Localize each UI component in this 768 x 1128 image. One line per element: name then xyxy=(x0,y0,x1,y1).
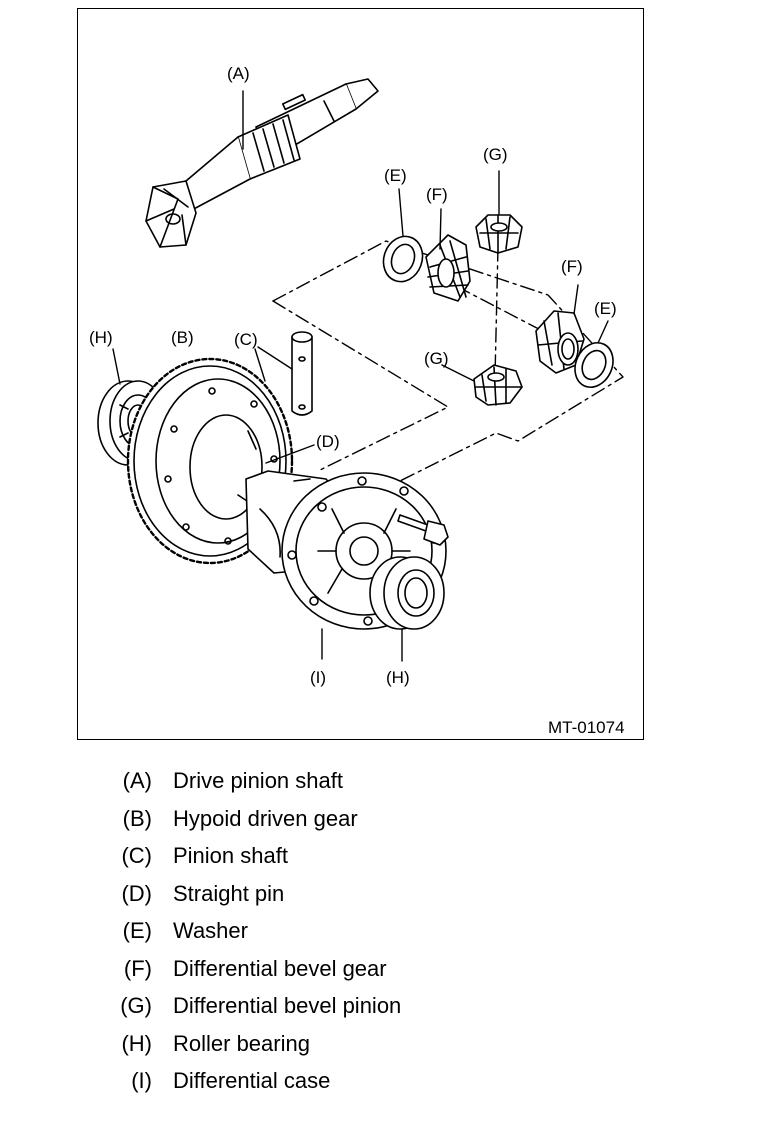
legend-row: (H) Roller bearing xyxy=(112,1029,672,1067)
legend-key: (I) xyxy=(131,1068,152,1093)
bevel-pinion-top xyxy=(475,214,523,254)
legend-label: Differential case xyxy=(173,1068,331,1093)
legend-row: (B) Hypoid driven gear xyxy=(112,804,672,842)
callout-labels: (A) (E) (F) (G) (F) (E) (H) (B) (C) (G) … xyxy=(89,64,625,737)
legend-key: (G) xyxy=(120,993,152,1018)
callout-f-right: (F) xyxy=(561,257,583,276)
callout-i: (I) xyxy=(310,668,326,687)
bolt xyxy=(397,514,449,546)
legend-label: Hypoid driven gear xyxy=(173,805,358,831)
legend-key: (F) xyxy=(123,955,152,981)
drive-pinion-shaft xyxy=(145,78,379,248)
exploded-diagram: (A) (E) (F) (G) (F) (E) (H) (B) (C) (G) … xyxy=(89,64,625,737)
callout-h-left: (H) xyxy=(89,328,113,347)
roller-bearing-right xyxy=(369,556,445,630)
legend-row: (I) Differential case xyxy=(112,1066,672,1104)
bevel-gear-left xyxy=(425,234,471,302)
callout-g-bottom: (G) xyxy=(424,349,449,368)
bevel-gear-right xyxy=(535,310,585,374)
legend-row: (E) Washer xyxy=(112,916,672,954)
legend-label: Drive pinion shaft xyxy=(173,768,343,793)
parts-legend: (A) Drive pinion shaft (B) Hypoid driven… xyxy=(112,766,672,1104)
legend-row: (C) Pinion shaft xyxy=(112,841,672,879)
reference-code: MT-01074 xyxy=(548,718,625,737)
callout-g-top: (G) xyxy=(483,145,508,164)
legend-label: Straight pin xyxy=(173,880,285,906)
legend-row: (F) Differential bevel gear xyxy=(112,954,672,992)
callout-f-left: (F) xyxy=(426,185,448,204)
callout-e-right: (E) xyxy=(594,299,617,318)
legend-key: (B) xyxy=(122,805,152,831)
callout-b: (B) xyxy=(171,328,194,347)
washer-right xyxy=(574,342,614,388)
legend-label: Differential bevel pinion xyxy=(173,993,402,1018)
bevel-pinion-bottom xyxy=(473,364,523,406)
callout-h-right: (H) xyxy=(386,668,410,687)
legend-label: Washer xyxy=(173,918,248,943)
legend-key: (H) xyxy=(121,1030,152,1056)
exploded-diagram-frame: (A) (E) (F) (G) (F) (E) (H) (B) (C) (G) … xyxy=(77,8,644,740)
legend-row: (D) Straight pin xyxy=(112,879,672,917)
callout-leaders xyxy=(112,90,609,662)
legend-row: (G) Differential bevel pinion xyxy=(112,991,672,1029)
legend-key: (D) xyxy=(121,880,152,906)
legend-label: Differential bevel gear xyxy=(173,955,387,981)
assembly-guide-lines xyxy=(272,240,624,518)
washer-left xyxy=(382,235,424,283)
legend-key: (A) xyxy=(122,768,152,793)
legend-row: (A) Drive pinion shaft xyxy=(112,766,672,804)
legend-label: Pinion shaft xyxy=(173,843,288,868)
legend-key: (E) xyxy=(122,918,152,943)
callout-e-left: (E) xyxy=(384,166,407,185)
callout-c: (C) xyxy=(234,330,258,349)
legend-key: (C) xyxy=(121,843,152,868)
callout-a: (A) xyxy=(227,64,250,83)
pinion-shaft xyxy=(291,331,313,416)
callout-d: (D) xyxy=(316,432,340,451)
legend-label: Roller bearing xyxy=(173,1030,310,1056)
